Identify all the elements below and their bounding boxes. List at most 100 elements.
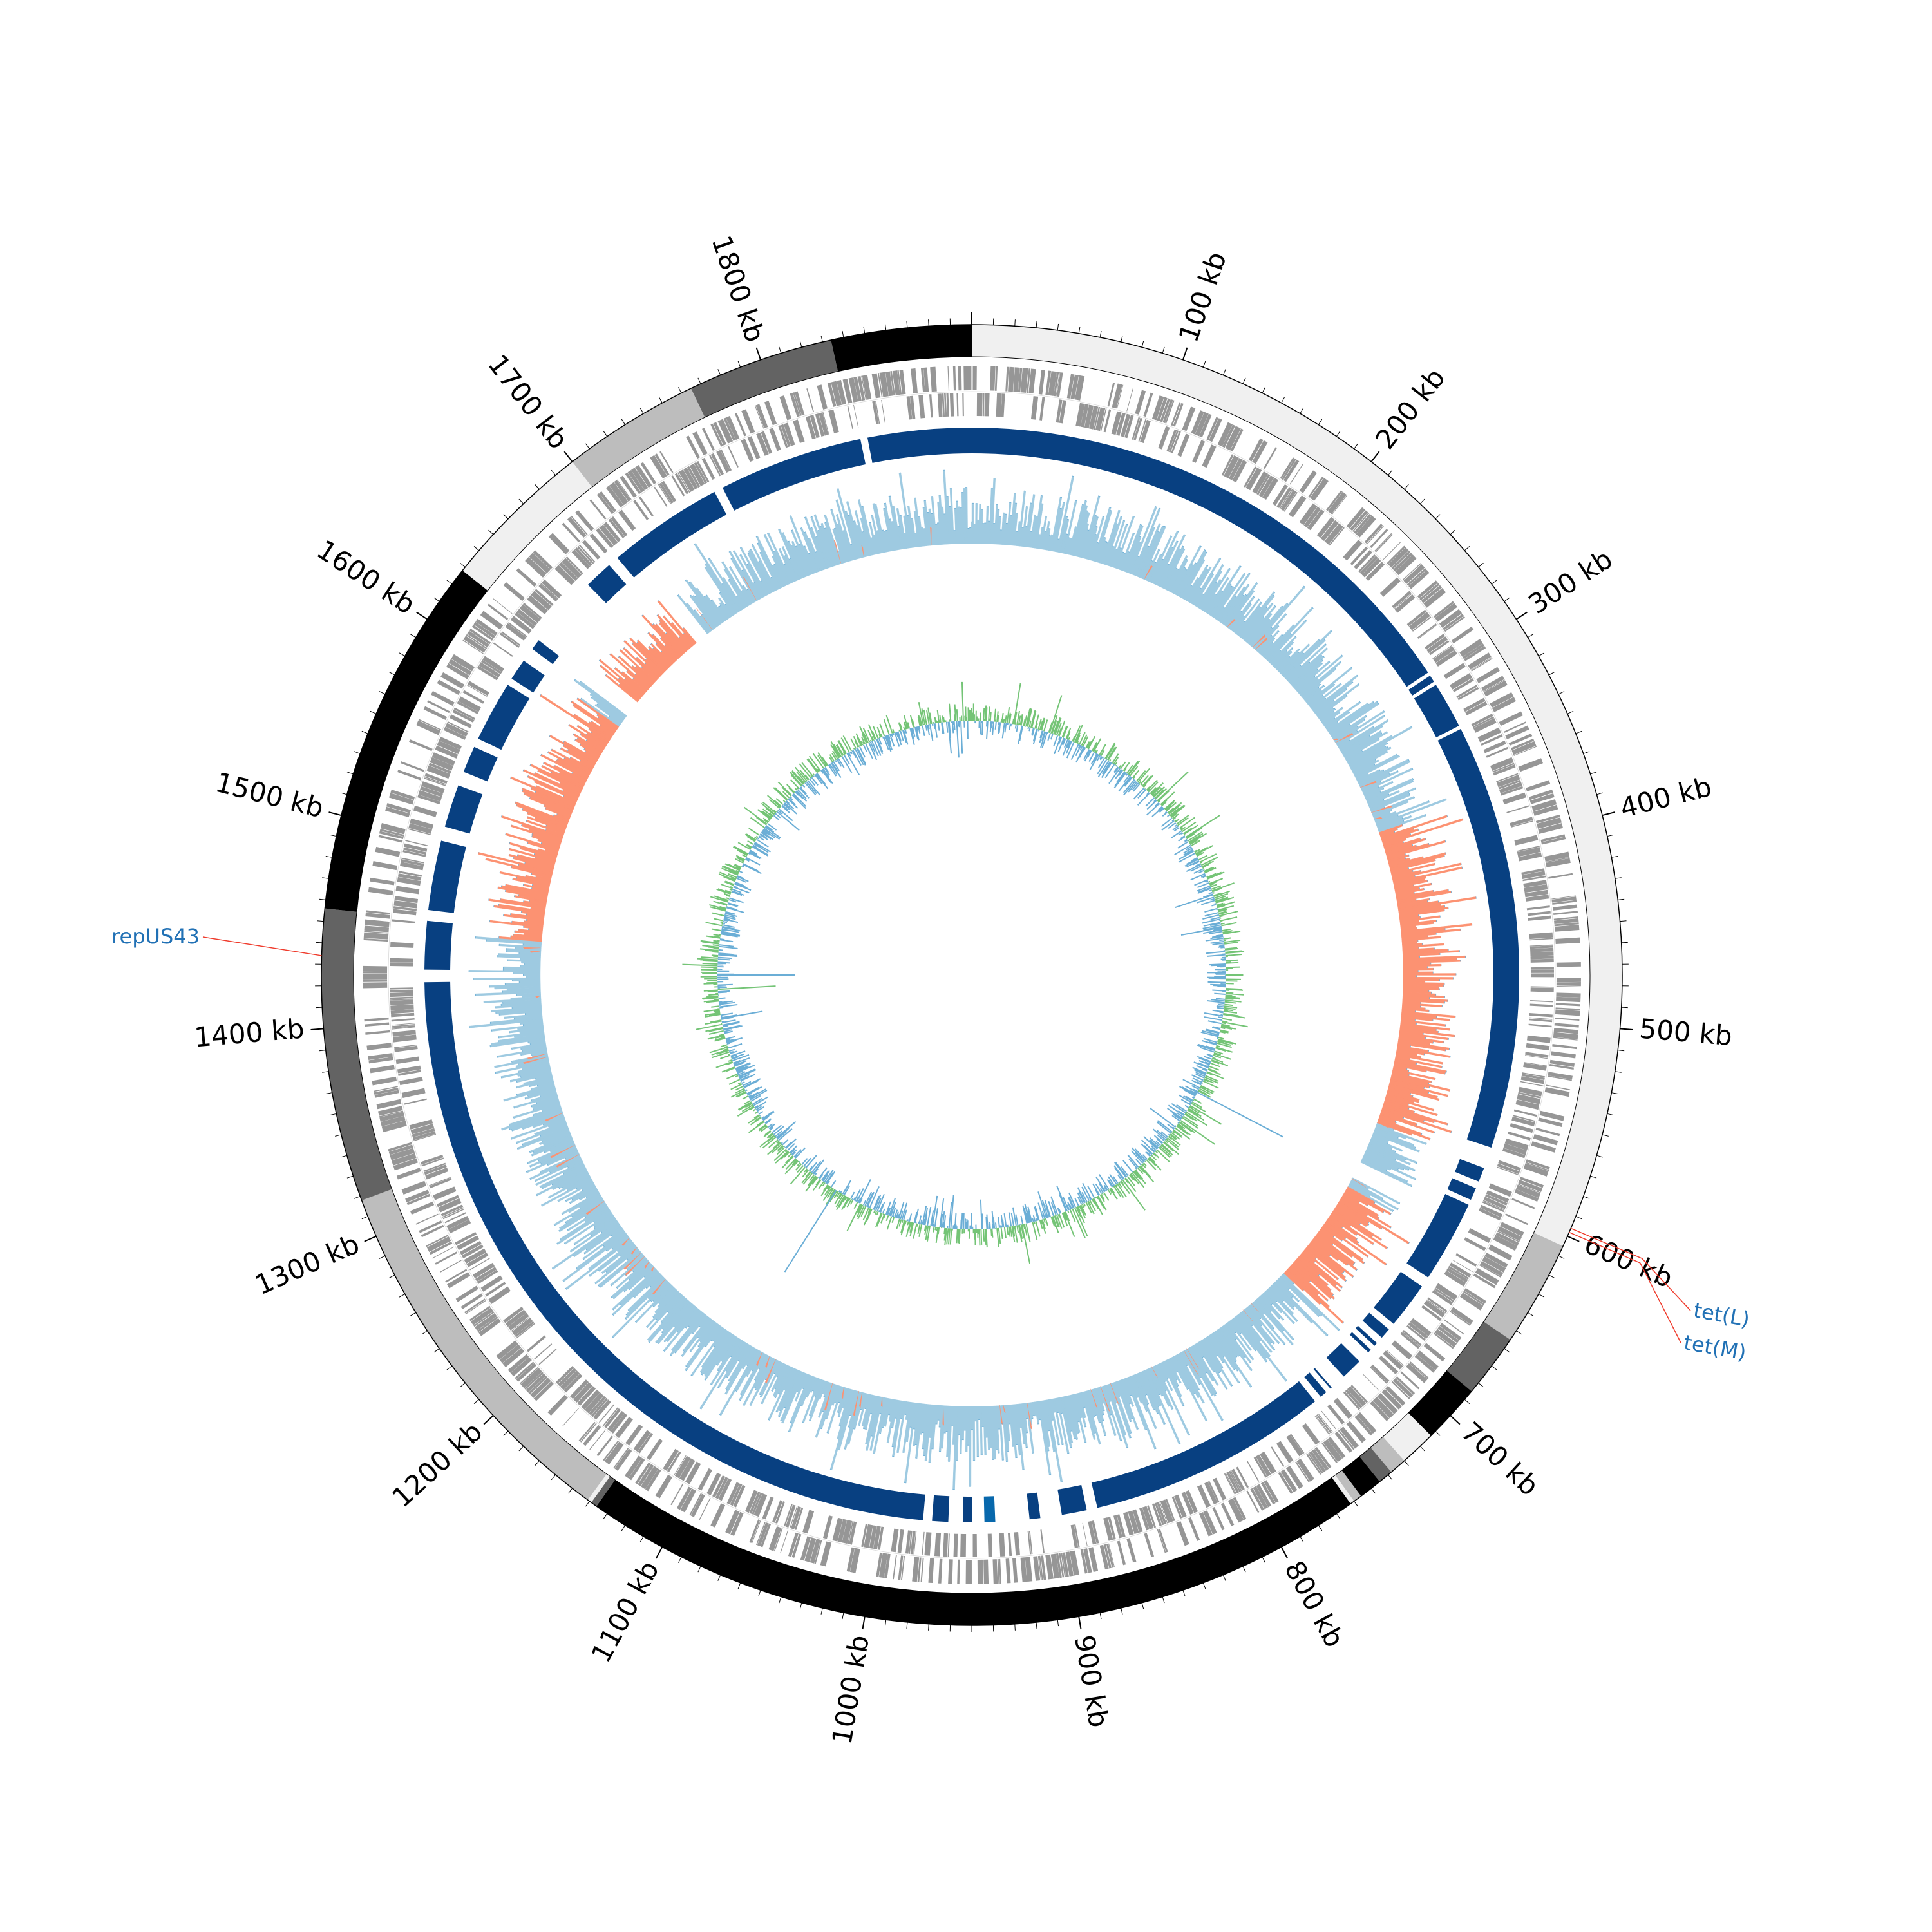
cds-block	[505, 623, 527, 641]
cds-block	[1514, 1189, 1539, 1202]
cds-block	[1385, 1385, 1406, 1406]
cds-block	[392, 1027, 415, 1030]
cds-block	[519, 604, 541, 623]
cds-block	[428, 762, 451, 774]
cds-block	[847, 1520, 854, 1544]
cds-block	[507, 1354, 529, 1373]
cds-block	[1503, 1143, 1527, 1155]
cds-block	[630, 468, 649, 491]
cds-block	[365, 1030, 390, 1035]
cds-block	[430, 757, 454, 771]
cds-block	[762, 1496, 774, 1520]
minor-tick	[1099, 330, 1102, 337]
cds-block	[1311, 1448, 1329, 1471]
scale-label: 1800 kb	[705, 231, 771, 346]
scale-label: 1500 kb	[213, 766, 327, 824]
cds-block	[1417, 1350, 1439, 1370]
minor-tick	[551, 1474, 556, 1481]
cds-block	[488, 1286, 511, 1304]
cds-block	[1408, 1321, 1428, 1340]
cds-block	[744, 1490, 758, 1513]
cds-block	[1108, 1516, 1116, 1540]
cds-block	[1165, 1499, 1175, 1521]
cds-block	[1345, 1389, 1363, 1408]
cds-block	[1528, 1023, 1552, 1028]
cds-block	[438, 1198, 462, 1213]
major-tick	[1567, 1235, 1580, 1242]
cds-block	[466, 685, 488, 697]
cds-block	[390, 999, 414, 1006]
cds-block	[1324, 523, 1343, 545]
cds-block	[810, 415, 820, 439]
minor-tick	[820, 1607, 823, 1615]
cds-block	[817, 384, 828, 410]
cds-block	[1544, 1087, 1570, 1097]
cds-block	[1340, 1426, 1359, 1449]
major-tick	[310, 1028, 324, 1031]
cds-block	[405, 1189, 430, 1203]
cds-block	[1544, 851, 1570, 862]
cds-block	[560, 1370, 580, 1390]
cds-block	[992, 1559, 998, 1584]
cds-block	[1520, 1081, 1544, 1087]
cds-block	[470, 1307, 494, 1325]
cds-block	[516, 1323, 535, 1339]
cds-block	[1464, 1288, 1487, 1304]
cds-block	[1518, 758, 1544, 772]
minor-tick	[354, 751, 361, 754]
minor-tick	[1354, 1501, 1358, 1507]
cds-block	[1517, 846, 1540, 852]
cds-block	[1302, 1423, 1320, 1445]
cds-block	[503, 582, 525, 601]
cds-block	[928, 1558, 934, 1584]
cds-block	[1468, 652, 1492, 670]
cds-block	[1462, 643, 1484, 659]
cds-block	[1490, 692, 1514, 708]
cds-block	[1517, 847, 1541, 857]
cds-block	[390, 1009, 414, 1014]
cds-block	[1423, 1300, 1446, 1318]
contig-segment	[1483, 1233, 1564, 1340]
cds-block	[571, 515, 588, 535]
cds-block	[455, 1285, 478, 1302]
cds-block	[1510, 1123, 1533, 1133]
cds-block	[511, 1316, 530, 1332]
cds-block	[1510, 820, 1533, 828]
minor-tick	[1567, 710, 1574, 714]
cds-block	[1370, 1364, 1390, 1383]
cds-block	[462, 690, 484, 704]
cds-block	[578, 1421, 596, 1442]
cds-block	[1262, 477, 1278, 500]
cds-block	[1112, 383, 1122, 409]
cds-block	[1365, 562, 1385, 582]
cds-block	[603, 1407, 619, 1426]
cds-block	[523, 603, 542, 620]
cds-block	[409, 739, 433, 752]
cds-block	[1272, 484, 1288, 506]
cds-block	[1224, 455, 1239, 478]
cds-block	[392, 1023, 415, 1026]
cds-block	[499, 1344, 522, 1363]
cds-block	[1346, 1421, 1366, 1443]
cds-block	[1154, 1502, 1164, 1526]
cds-block	[1246, 1490, 1260, 1513]
cds-block	[455, 1232, 477, 1245]
cds-block	[1123, 1511, 1134, 1536]
cds-block	[435, 745, 459, 759]
cds-block	[408, 823, 433, 834]
cds-block	[1496, 773, 1519, 782]
cds-block	[415, 1213, 439, 1225]
cds-block	[638, 496, 654, 517]
cds-block	[409, 1119, 433, 1130]
blast-hit	[532, 640, 560, 665]
cds-block	[1070, 374, 1079, 400]
cds-block	[716, 450, 731, 473]
cds-block	[445, 1269, 468, 1283]
cds-block	[783, 422, 795, 446]
minor-tick	[884, 323, 887, 330]
major-tick	[364, 1235, 377, 1242]
cds-block	[1033, 1556, 1041, 1581]
cds-block	[424, 776, 447, 786]
cds-block	[912, 1557, 920, 1582]
cds-block	[1548, 873, 1573, 879]
